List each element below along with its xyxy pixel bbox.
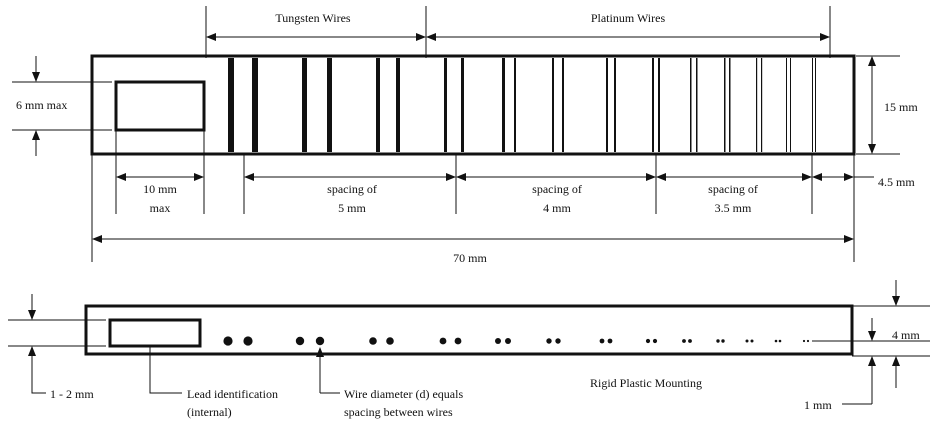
wire-band <box>444 58 447 152</box>
side-body-outline <box>84 304 854 356</box>
total-length-label: 70 mm <box>453 251 487 265</box>
spacing-a-line1: spacing of <box>327 182 377 196</box>
wire-dot <box>688 339 692 343</box>
wire-band <box>658 58 660 152</box>
wire-dot <box>386 337 394 345</box>
wire-band <box>756 58 758 152</box>
wire-band <box>461 58 464 152</box>
wire-band <box>252 58 258 152</box>
wire-band <box>228 58 234 152</box>
edge-offset-leader <box>31 370 46 394</box>
wire-band <box>790 58 791 152</box>
wire-band <box>606 58 608 152</box>
wire-band <box>786 58 787 152</box>
wire-dot <box>721 339 725 343</box>
height-right-label: 15 mm <box>884 100 918 114</box>
wire-dot <box>599 338 605 344</box>
wire-band <box>376 58 380 152</box>
top-view: Tungsten Wires Platinum Wires 6 mm max 1… <box>12 6 918 265</box>
side-wire-dots <box>223 336 810 346</box>
top-wires <box>228 58 816 152</box>
wire-dot <box>645 338 651 344</box>
spacing-a-line2: 5 mm <box>338 201 366 215</box>
wire-band <box>812 58 813 152</box>
tungsten-wires-label: Tungsten Wires <box>275 11 351 25</box>
wire-band <box>514 58 516 152</box>
side-view: 1 - 2 mm Lead identification (internal) … <box>8 280 930 419</box>
wire-dot <box>295 336 305 346</box>
wire-band <box>396 58 400 152</box>
side-height-label: 4 mm <box>892 328 920 342</box>
wire-dot <box>454 337 462 345</box>
material-label: Rigid Plastic Mounting <box>590 376 702 390</box>
wire-band <box>724 58 726 152</box>
wire-band <box>302 58 307 152</box>
wire-dot <box>546 338 552 344</box>
spacing-c-line2: 3.5 mm <box>715 201 752 215</box>
platinum-wires-label: Platinum Wires <box>591 11 666 25</box>
wire-dot <box>223 336 233 346</box>
wire-band <box>614 58 616 152</box>
wire-note-line1: Wire diameter (d) equals <box>344 387 463 401</box>
wire-dot <box>745 339 749 343</box>
wire-dot <box>802 339 806 343</box>
wire-band <box>652 58 654 152</box>
spacing-c-line1: spacing of <box>708 182 758 196</box>
wire-dot <box>369 337 377 345</box>
end-margin-label: 4.5 mm <box>878 175 915 189</box>
wire-dot <box>607 338 613 344</box>
spacing-b-line2: 4 mm <box>543 201 571 215</box>
spacing-b-line1: spacing of <box>532 182 582 196</box>
wire-band <box>552 58 554 152</box>
wire-band <box>327 58 332 152</box>
side-id-window <box>108 318 202 348</box>
wire-dot <box>439 337 447 345</box>
wire-band <box>761 58 763 152</box>
wire-band <box>690 58 692 152</box>
wire-dot <box>716 339 720 343</box>
lead-id-line2: (internal) <box>187 405 232 419</box>
id-width-label: 10 mm <box>143 182 177 196</box>
top-body-outline <box>90 54 856 156</box>
height-left-label: 6 mm max <box>16 98 67 112</box>
wire-band <box>696 58 698 152</box>
top-id-window <box>114 80 206 132</box>
lead-id-leader <box>149 346 182 394</box>
wire-band <box>815 58 816 152</box>
wire-dot <box>315 336 325 346</box>
wire-dot <box>750 339 754 343</box>
wire-dot <box>778 339 782 343</box>
wire-dot <box>243 336 253 346</box>
wire-note-line2: spacing between wires <box>344 405 453 419</box>
wire-dot <box>652 338 658 344</box>
wire-dot <box>806 339 810 343</box>
wire-dot <box>555 338 561 344</box>
wire-band <box>502 58 505 152</box>
wire-dot <box>505 338 511 344</box>
lead-id-line1: Lead identification <box>187 387 278 401</box>
wire-dot <box>774 339 778 343</box>
id-width-qualifier: max <box>150 201 171 215</box>
bottom-gap-label: 1 mm <box>804 398 832 412</box>
wire-band <box>729 58 731 152</box>
wire-band <box>562 58 564 152</box>
edge-offset-label: 1 - 2 mm <box>50 387 94 401</box>
wire-dot <box>495 338 501 344</box>
wire-dot <box>682 339 686 343</box>
